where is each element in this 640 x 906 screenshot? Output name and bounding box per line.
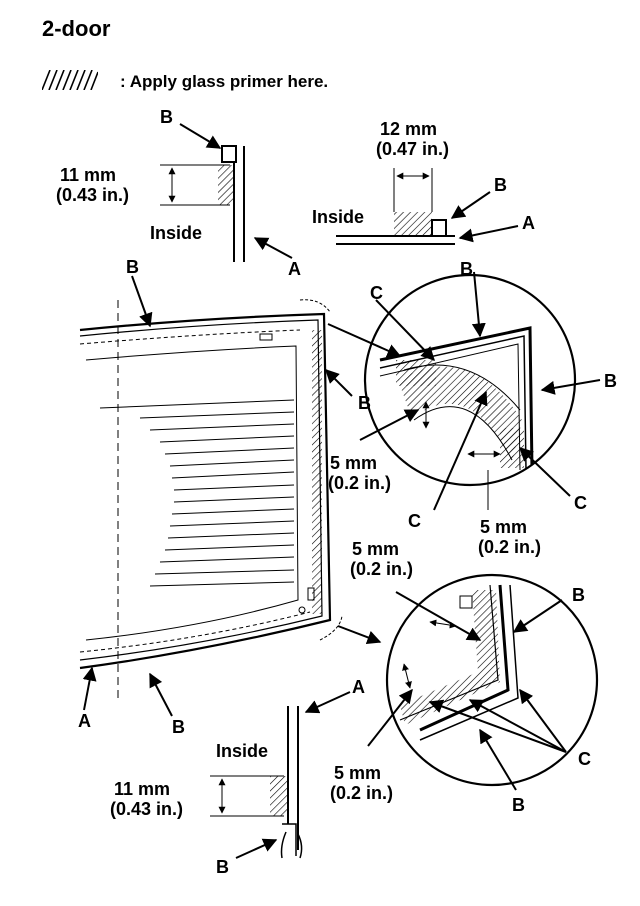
label-inside: Inside <box>216 741 269 761</box>
label-047in: (0.47 in.) <box>376 139 450 159</box>
label-02in: (0.2 in.) <box>330 783 394 803</box>
section-bottom <box>210 691 351 859</box>
section-top-left <box>160 123 293 262</box>
label-b: B <box>604 371 617 391</box>
label-a: A <box>288 259 301 279</box>
label-b: B <box>512 795 525 815</box>
label-b: B <box>172 717 185 737</box>
label-c: C <box>578 749 591 769</box>
label-5mm: 5 mm <box>352 539 400 559</box>
label-b: B <box>494 175 507 195</box>
label-c: C <box>370 283 383 303</box>
label-a: A <box>78 711 91 731</box>
page-title: 2-door <box>42 16 111 41</box>
label-043in: (0.43 in.) <box>110 799 184 819</box>
label-11mm: 11 mm <box>60 165 117 185</box>
label-5mm: 5 mm <box>330 453 378 473</box>
windshield-glass <box>79 299 343 700</box>
label-b: B <box>460 259 473 279</box>
detail-circle-top <box>359 271 601 511</box>
label-11mm: 11 mm <box>114 779 171 799</box>
label-inside: Inside <box>312 207 365 227</box>
label-a: A <box>352 677 365 697</box>
label-c: C <box>574 493 587 513</box>
legend-text: : Apply glass primer here. <box>120 72 329 91</box>
label-b: B <box>216 857 229 877</box>
label-b: B <box>160 107 173 127</box>
label-inside: Inside <box>150 223 203 243</box>
label-043in: (0.43 in.) <box>56 185 130 205</box>
label-5mm: 5 mm <box>480 517 528 537</box>
label-b: B <box>358 393 371 413</box>
label-c: C <box>408 511 421 531</box>
label-b: B <box>572 585 585 605</box>
label-02in: (0.2 in.) <box>478 537 542 557</box>
detail-circle-bottom <box>367 573 599 791</box>
section-top-right <box>336 168 519 245</box>
label-02in: (0.2 in.) <box>350 559 414 579</box>
label-a: A <box>522 213 535 233</box>
label-5mm: 5 mm <box>334 763 382 783</box>
label-b: B <box>126 257 139 277</box>
primer-hatch-swatch <box>42 70 98 90</box>
label-02in: (0.2 in.) <box>328 473 392 493</box>
label-12mm: 12 mm <box>380 119 438 139</box>
